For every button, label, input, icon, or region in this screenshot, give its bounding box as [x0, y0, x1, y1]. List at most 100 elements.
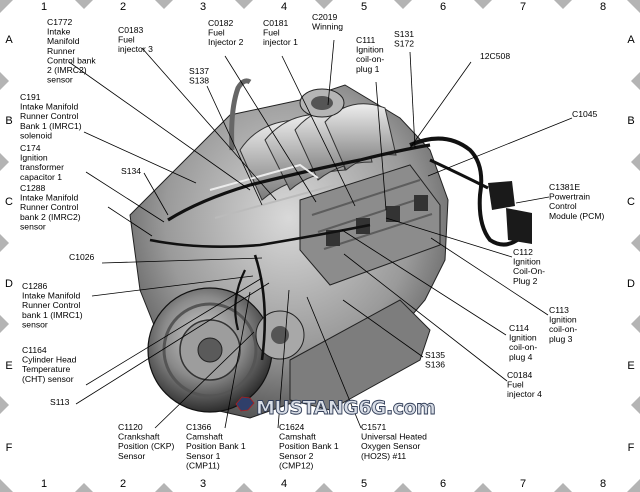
grid-column-label: 3: [200, 478, 206, 490]
callout-line: C0184: [507, 370, 533, 380]
callout-line: C1045: [572, 109, 598, 119]
grid-column-label: 7: [520, 1, 526, 13]
callout-line: Fuel: [263, 28, 280, 38]
callout-line: 12C508: [480, 51, 510, 61]
callout-line: coil-on-: [549, 324, 577, 334]
callout-line: C191: [20, 92, 41, 102]
callout-line: Position Bank 1: [279, 441, 339, 451]
callout-line: S134: [121, 166, 141, 176]
callout-line: S135: [425, 350, 445, 360]
grid-row-label: C: [627, 196, 635, 208]
callout-line: injector 4: [507, 389, 542, 399]
callout-line: C112: [513, 247, 533, 257]
callout-line: (CMP12): [279, 460, 314, 470]
callout-line: C1366: [186, 422, 212, 432]
callout-line: Ignition: [549, 315, 577, 325]
grid-column-marker: [474, 483, 492, 492]
grid-column-marker: [554, 0, 572, 9]
grid-column-marker: [394, 0, 412, 9]
callout-line: C113: [549, 305, 569, 315]
grid-row-marker: [631, 315, 640, 333]
callout-line: Bank 1 (IMRC1): [20, 121, 82, 131]
grid-column-label: 2: [120, 478, 126, 490]
grid-row-marker: [631, 234, 640, 252]
callout-line: Fuel: [208, 28, 225, 38]
callout-s113: S113: [50, 397, 70, 407]
callout-line: Runner Control: [22, 300, 80, 310]
callout-line: plug 3: [549, 334, 573, 344]
callout-line: Intake Manifold: [20, 102, 79, 112]
grid-column-label: 2: [120, 1, 126, 13]
callout-line: Sensor 1: [186, 451, 221, 461]
grid-row-marker: [0, 234, 9, 252]
grid-row-label: D: [5, 278, 13, 290]
grid-row-label: B: [5, 115, 12, 127]
grid-corner-marker: [0, 479, 13, 492]
grid-row-label: F: [628, 442, 635, 454]
grid-corner-marker: [627, 479, 640, 492]
callout-line: C0182: [208, 18, 234, 28]
grid-column-label: 1: [41, 478, 47, 490]
callout-line: Manifold: [47, 36, 80, 46]
callout-line: Universal Heated: [361, 432, 427, 442]
grid-column-marker: [474, 0, 492, 9]
grid-corner-marker: [0, 0, 13, 13]
callout-line: coil-on-: [509, 342, 537, 352]
grid-column-label: 4: [281, 478, 287, 490]
callout-line: C1288: [20, 183, 46, 193]
callout-line: sensor: [22, 319, 48, 329]
grid-column-marker: [75, 483, 93, 492]
grid-row-marker: [631, 153, 640, 171]
callout-line: C1026: [69, 252, 95, 262]
callout-line: Ignition: [20, 153, 48, 163]
grid-row-marker: [0, 153, 9, 171]
grid-column-label: 7: [520, 478, 526, 490]
callout-line: injector 1: [263, 37, 298, 47]
grid-column-label: 5: [361, 478, 367, 490]
callout-line: bank 1 (IMRC1): [22, 310, 83, 320]
callout-line: Control bank: [47, 55, 96, 65]
callout-line: Ignition: [356, 45, 384, 55]
callout-line: C1772: [47, 17, 73, 27]
callout-line: transformer: [20, 162, 64, 172]
callout-line: Control: [549, 201, 577, 211]
watermark: MUSTANG6G.com: [235, 396, 436, 419]
grid-row-marker: [631, 72, 640, 90]
watermark-text: MUSTANG6G.com: [256, 397, 435, 419]
callout-line: Ignition: [513, 257, 541, 267]
callout-line: Intake Manifold: [20, 193, 79, 203]
callout-line: C114: [509, 323, 529, 333]
callout-line: capacitor 1: [20, 172, 62, 182]
callout-line: Camshaft: [186, 432, 223, 442]
callout-line: C1571: [361, 422, 387, 432]
grid-row-marker: [0, 396, 9, 414]
callout-line: C2019: [312, 12, 338, 22]
callout-line: Oxygen Sensor: [361, 441, 420, 451]
leader-lines: [68, 39, 573, 429]
engine-illustration: [129, 78, 532, 419]
mustang-logo-icon: [235, 396, 255, 412]
callout-line: S137: [189, 66, 209, 76]
grid-column-label: 6: [440, 1, 446, 13]
callout-line: S136: [425, 360, 445, 370]
grid-column-label: 1: [41, 1, 47, 13]
grid-row-label: E: [5, 360, 12, 372]
grid-column-marker: [554, 483, 572, 492]
callout-line: C1286: [22, 281, 48, 291]
grid-column-marker: [235, 483, 253, 492]
callout-line: (CHT) sensor: [22, 374, 74, 384]
grid-column-label: 4: [281, 1, 287, 13]
